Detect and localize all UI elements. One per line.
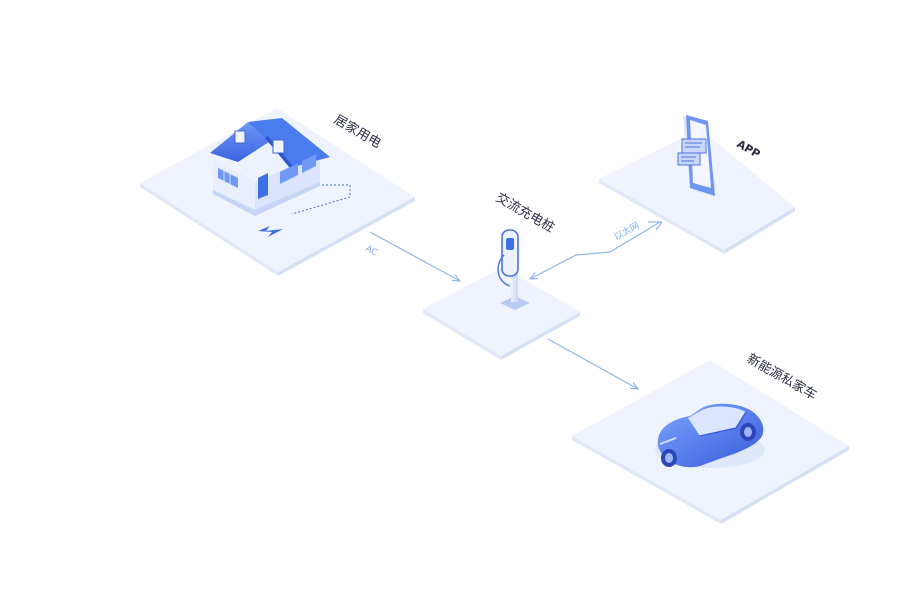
connector-charger-to-app — [530, 221, 661, 279]
node-label-home: 居家用电 — [331, 112, 384, 152]
node-label-app: APP — [735, 137, 763, 161]
connector-charger-to-app-head2 — [655, 221, 663, 231]
house-icon — [210, 118, 351, 237]
smartphone-icon — [677, 115, 716, 196]
connector-home-to-charger — [369, 231, 460, 281]
connector-charger-to-car — [547, 338, 638, 389]
platform-charger — [423, 267, 580, 360]
connector-label-ethernet: 以太网 — [612, 219, 641, 242]
car-icon — [655, 403, 765, 468]
ev-charger-icon — [497, 229, 530, 310]
node-label-charger: 交流充电桩 — [493, 190, 557, 236]
connector-label-ac: AC — [364, 244, 380, 259]
